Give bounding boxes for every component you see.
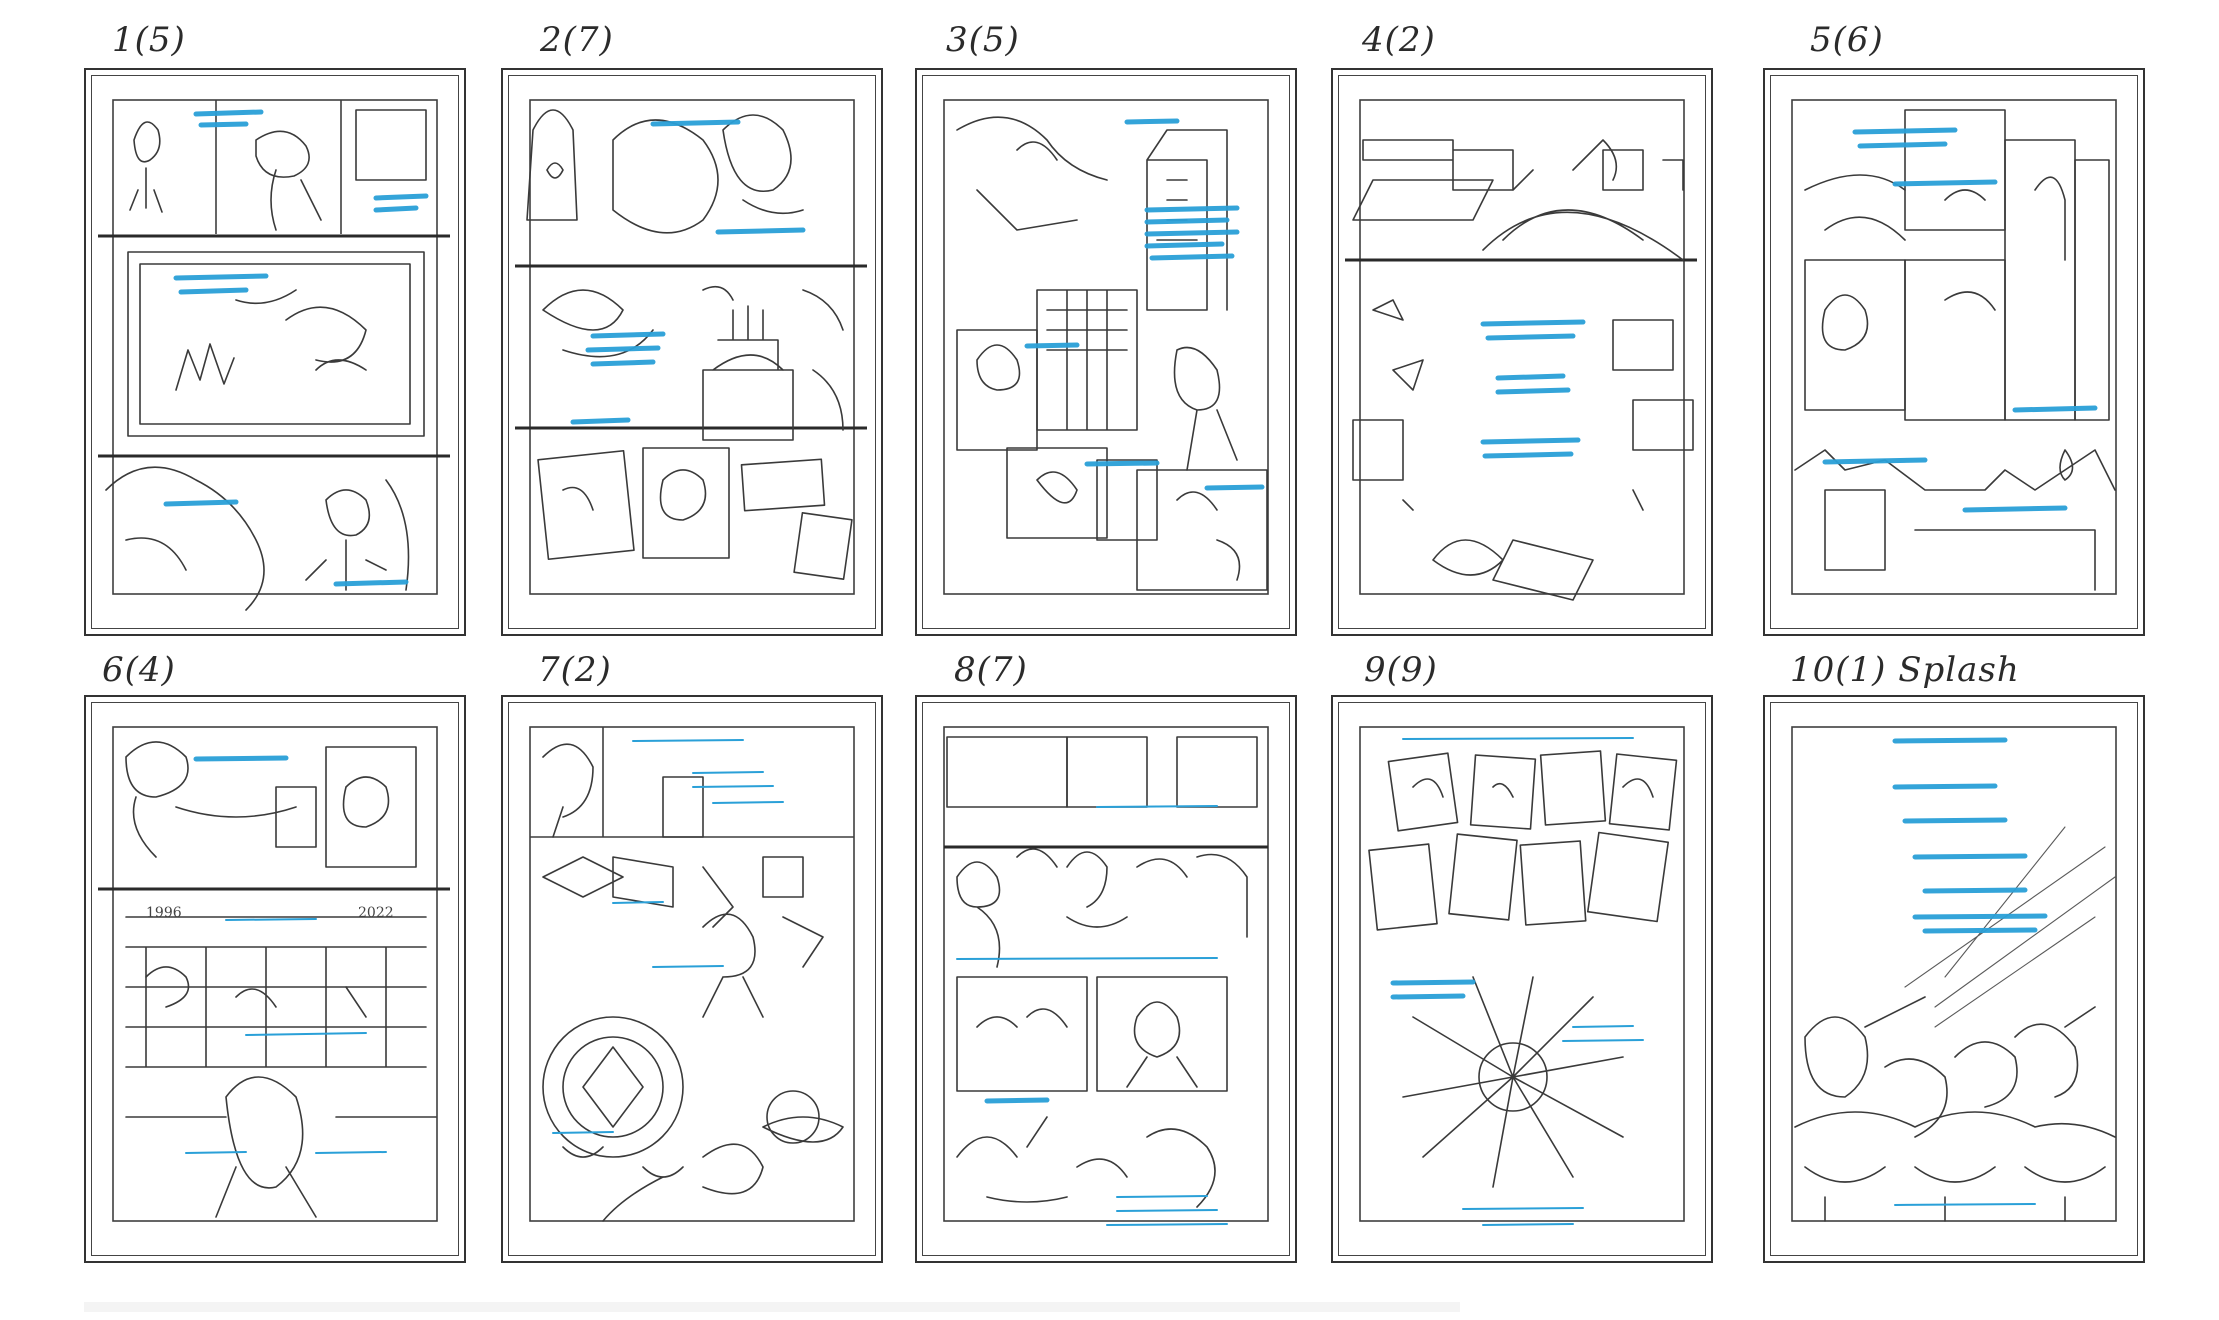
page-5-label: 5(6): [1810, 20, 1884, 60]
page-6-label: 6(4): [102, 650, 176, 690]
page-1-sketch: [98, 99, 450, 611]
page-2-label: 2(7): [540, 20, 614, 60]
page-7-label: 7(2): [538, 650, 612, 690]
page-3-label: 3(5): [946, 20, 1020, 60]
page-9-sketch: [1359, 726, 1685, 1226]
page-8-sketch: [943, 726, 1269, 1226]
page-3-sketch: [943, 99, 1269, 595]
page-7-sketch: [529, 726, 855, 1222]
svg-text:1996: 1996: [146, 905, 182, 921]
page-4-label: 4(2): [1362, 20, 1436, 60]
page-8-label: 8(7): [954, 650, 1028, 690]
thumbnail-page-4[interactable]: [1331, 68, 1713, 636]
thumbnail-page-7[interactable]: [501, 695, 883, 1263]
thumbnail-page-9[interactable]: [1331, 695, 1713, 1263]
page-9-label: 9(9): [1364, 650, 1438, 690]
thumbnail-page-5[interactable]: [1763, 68, 2145, 636]
page-2-sketch: [515, 99, 867, 595]
svg-text:2022: 2022: [358, 905, 394, 921]
page-1-label: 1(5): [112, 20, 186, 60]
page-6-sketch: 1996 2022: [98, 726, 450, 1222]
thumbnail-page-8[interactable]: [915, 695, 1297, 1263]
thumbnail-page-6[interactable]: 1996 2022: [84, 695, 466, 1263]
page-4-sketch: [1345, 99, 1697, 601]
thumbnail-page-1[interactable]: [84, 68, 466, 636]
bottom-shadow: [84, 1302, 1460, 1312]
thumbnail-page-2[interactable]: [501, 68, 883, 636]
thumbnail-page-10[interactable]: [1763, 695, 2145, 1263]
page-5-sketch: [1791, 99, 2117, 595]
page-10-sketch: [1791, 726, 2117, 1222]
page-10-label: 10(1) Splash: [1790, 650, 2020, 690]
thumbnail-page-3[interactable]: [915, 68, 1297, 636]
